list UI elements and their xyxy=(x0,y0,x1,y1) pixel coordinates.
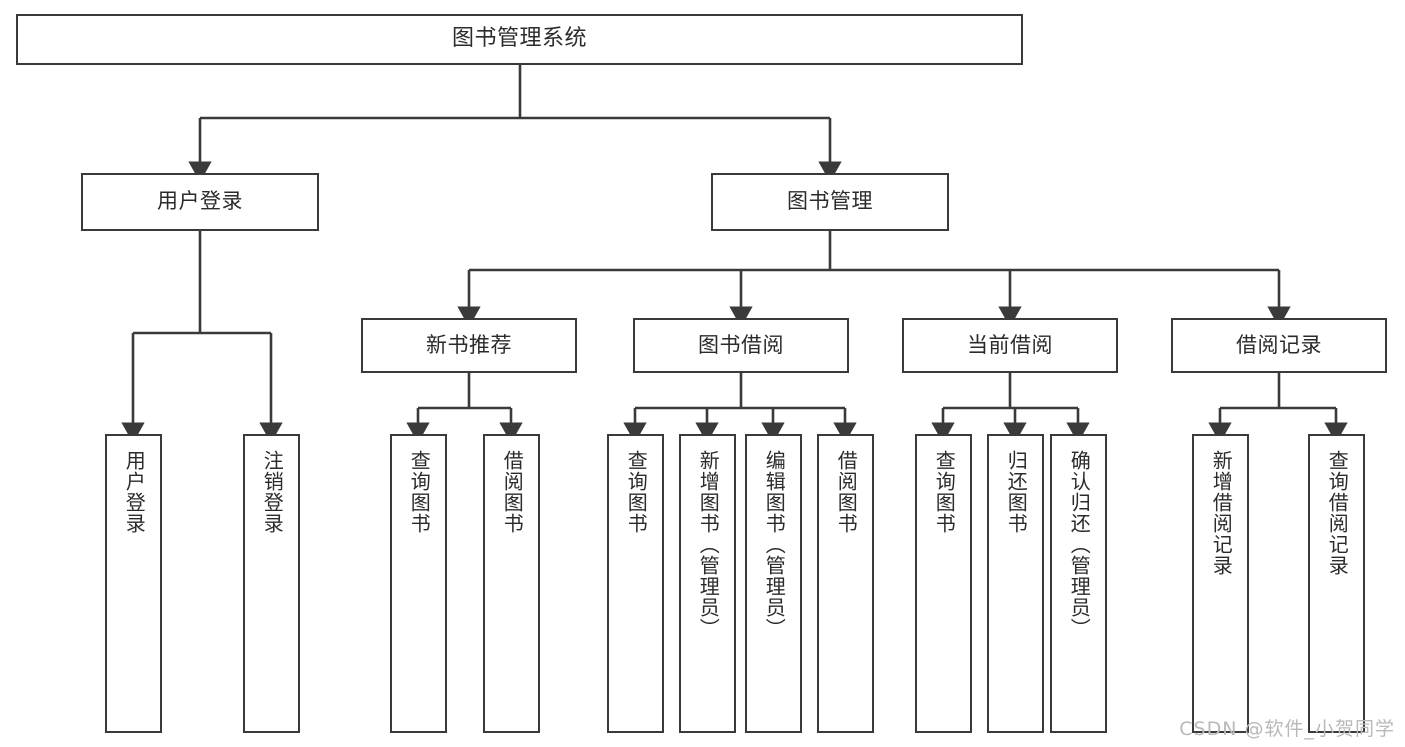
node-leaf-query-record-label: 查询借阅记录 xyxy=(1325,450,1350,576)
node-root-system[interactable]: 图书管理系统 xyxy=(16,14,1023,65)
node-leaf-borrow-book-1-label: 借阅图书 xyxy=(500,450,525,534)
node-leaf-edit-book-label: 编辑图书（管理员） xyxy=(762,450,787,639)
node-leaf-add-book-label: 新增图书（管理员） xyxy=(696,450,721,639)
node-leaf-add-record-label: 新增借阅记录 xyxy=(1209,450,1234,576)
node-current-borrow-label: 当前借阅 xyxy=(967,332,1053,357)
node-new-book-recommend-label: 新书推荐 xyxy=(426,332,512,357)
node-leaf-confirm-return[interactable]: 确认归还（管理员） xyxy=(1050,434,1107,733)
node-leaf-edit-book[interactable]: 编辑图书（管理员） xyxy=(745,434,802,733)
node-leaf-query-book-1-label: 查询图书 xyxy=(407,450,432,534)
node-new-book-recommend[interactable]: 新书推荐 xyxy=(361,318,577,373)
node-leaf-query-book-2[interactable]: 查询图书 xyxy=(607,434,664,733)
node-leaf-return-book[interactable]: 归还图书 xyxy=(987,434,1044,733)
node-user-login[interactable]: 用户登录 xyxy=(81,173,319,231)
node-root-label: 图书管理系统 xyxy=(451,26,587,52)
node-borrow-record-label: 借阅记录 xyxy=(1236,332,1322,357)
node-leaf-user-logout-label: 注销登录 xyxy=(260,450,285,534)
node-user-login-label: 用户登录 xyxy=(157,189,243,214)
node-leaf-query-book-1[interactable]: 查询图书 xyxy=(390,434,447,733)
node-book-borrow-label: 图书借阅 xyxy=(698,332,784,357)
node-leaf-query-book-3-label: 查询图书 xyxy=(932,450,957,534)
node-leaf-confirm-return-label: 确认归还（管理员） xyxy=(1067,450,1092,639)
node-borrow-record[interactable]: 借阅记录 xyxy=(1171,318,1387,373)
node-leaf-user-login-label: 用户登录 xyxy=(122,450,147,534)
node-leaf-query-book-3[interactable]: 查询图书 xyxy=(915,434,972,733)
node-current-borrow[interactable]: 当前借阅 xyxy=(902,318,1118,373)
node-leaf-add-book[interactable]: 新增图书（管理员） xyxy=(679,434,736,733)
node-book-borrow[interactable]: 图书借阅 xyxy=(633,318,849,373)
node-leaf-borrow-book-2-label: 借阅图书 xyxy=(834,450,859,534)
node-leaf-add-record[interactable]: 新增借阅记录 xyxy=(1192,434,1249,733)
node-leaf-return-book-label: 归还图书 xyxy=(1004,450,1029,534)
node-book-manage-label: 图书管理 xyxy=(787,189,873,214)
node-leaf-user-login[interactable]: 用户登录 xyxy=(105,434,162,733)
node-book-manage[interactable]: 图书管理 xyxy=(711,173,949,231)
node-leaf-borrow-book-2[interactable]: 借阅图书 xyxy=(817,434,874,733)
node-leaf-query-book-2-label: 查询图书 xyxy=(624,450,649,534)
node-leaf-borrow-book-1[interactable]: 借阅图书 xyxy=(483,434,540,733)
node-leaf-user-logout[interactable]: 注销登录 xyxy=(243,434,300,733)
node-leaf-query-record[interactable]: 查询借阅记录 xyxy=(1308,434,1365,733)
csdn-watermark: CSDN @软件_小贺同学 xyxy=(1179,718,1395,740)
